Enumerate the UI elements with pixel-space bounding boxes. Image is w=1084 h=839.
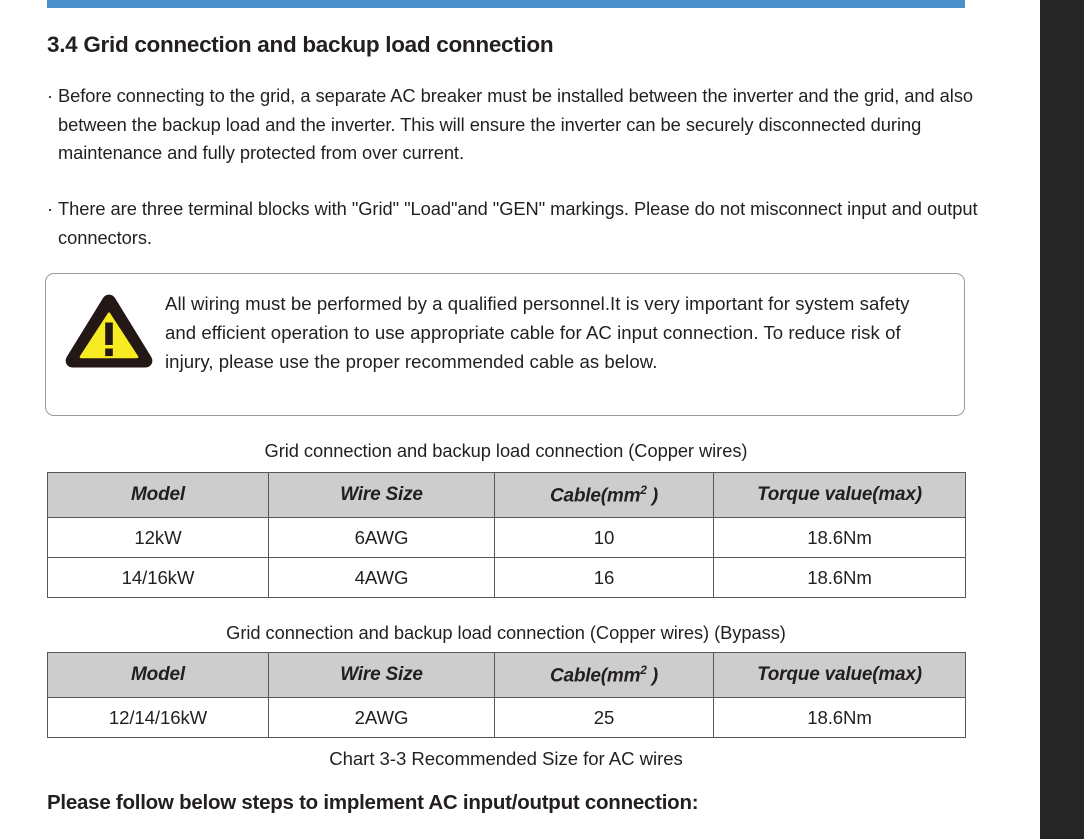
cable-tail: ): [646, 485, 658, 507]
cell-model: 14/16kW: [47, 557, 269, 598]
table-caption: Grid connection and backup load connecti…: [226, 622, 786, 643]
column-header-model: Model: [47, 652, 269, 698]
column-header-cable: Cable(mm2 ): [494, 652, 714, 698]
cell-wire-size: 2AWG: [268, 697, 495, 738]
table-caption: Grid connection and backup load connecti…: [264, 440, 748, 461]
column-header-torque: Torque value(max): [713, 652, 966, 698]
table-header-row: Model Wire Size Cable(mm2 ) Torque value…: [47, 652, 966, 698]
column-header-torque: Torque value(max): [713, 472, 966, 518]
column-header-model: Model: [47, 472, 269, 518]
cable-superscript: 2: [640, 482, 647, 497]
cable-label: Cable(mm: [550, 485, 641, 507]
warning-note-text: All wiring must be performed by a qualif…: [165, 293, 910, 372]
cell-model: 12/14/16kW: [47, 697, 269, 738]
bullet-marker: ·: [47, 198, 54, 219]
cell-torque: 18.6Nm: [713, 557, 966, 598]
column-header-wire-size: Wire Size: [268, 652, 495, 698]
column-header-cable: Cable(mm2 ): [494, 472, 714, 518]
bullet-paragraph: · Before connecting to the grid, a separ…: [47, 82, 1005, 168]
column-header-wire-size: Wire Size: [268, 472, 495, 518]
warning-note-box: All wiring must be performed by a qualif…: [45, 273, 965, 416]
cell-cable: 10: [494, 517, 714, 558]
cell-torque: 18.6Nm: [713, 517, 966, 558]
cell-cable: 16: [494, 557, 714, 598]
viewer-right-gutter: [1040, 0, 1084, 839]
cable-tail: ): [646, 665, 658, 687]
top-blue-rule: [47, 0, 965, 8]
cell-torque: 18.6Nm: [713, 697, 966, 738]
bullet-text: Before connecting to the grid, a separat…: [58, 85, 974, 164]
cell-cable: 25: [494, 697, 714, 738]
table-row: 12kW 6AWG 10 18.6Nm: [47, 517, 966, 558]
bullet-paragraph: · There are three terminal blocks with "…: [47, 195, 1005, 252]
bullet-marker: ·: [47, 85, 54, 106]
warning-triangle-icon: [65, 294, 153, 368]
cable-superscript: 2: [640, 662, 647, 677]
cell-model: 12kW: [47, 517, 269, 558]
ac-wire-size-bypass-table: Model Wire Size Cable(mm2 ) Torque value…: [47, 652, 966, 738]
table-row: 12/14/16kW 2AWG 25 18.6Nm: [47, 697, 966, 738]
cell-wire-size: 4AWG: [268, 557, 495, 598]
table-row: 14/16kW 4AWG 16 18.6Nm: [47, 557, 966, 598]
chart-caption: Chart 3-3 Recommended Size for AC wires: [329, 748, 683, 769]
section-heading: 3.4 Grid connection and backup load conn…: [47, 32, 554, 57]
ac-wire-size-table: Model Wire Size Cable(mm2 ) Torque value…: [47, 472, 966, 598]
cell-wire-size: 6AWG: [268, 517, 495, 558]
document-page: 3.4 Grid connection and backup load conn…: [45, 0, 1005, 814]
bullet-text: There are three terminal blocks with "Gr…: [58, 198, 978, 248]
table-header-row: Model Wire Size Cable(mm2 ) Torque value…: [47, 472, 966, 518]
closing-instruction: Please follow below steps to implement A…: [47, 791, 699, 814]
cable-label: Cable(mm: [550, 665, 641, 687]
